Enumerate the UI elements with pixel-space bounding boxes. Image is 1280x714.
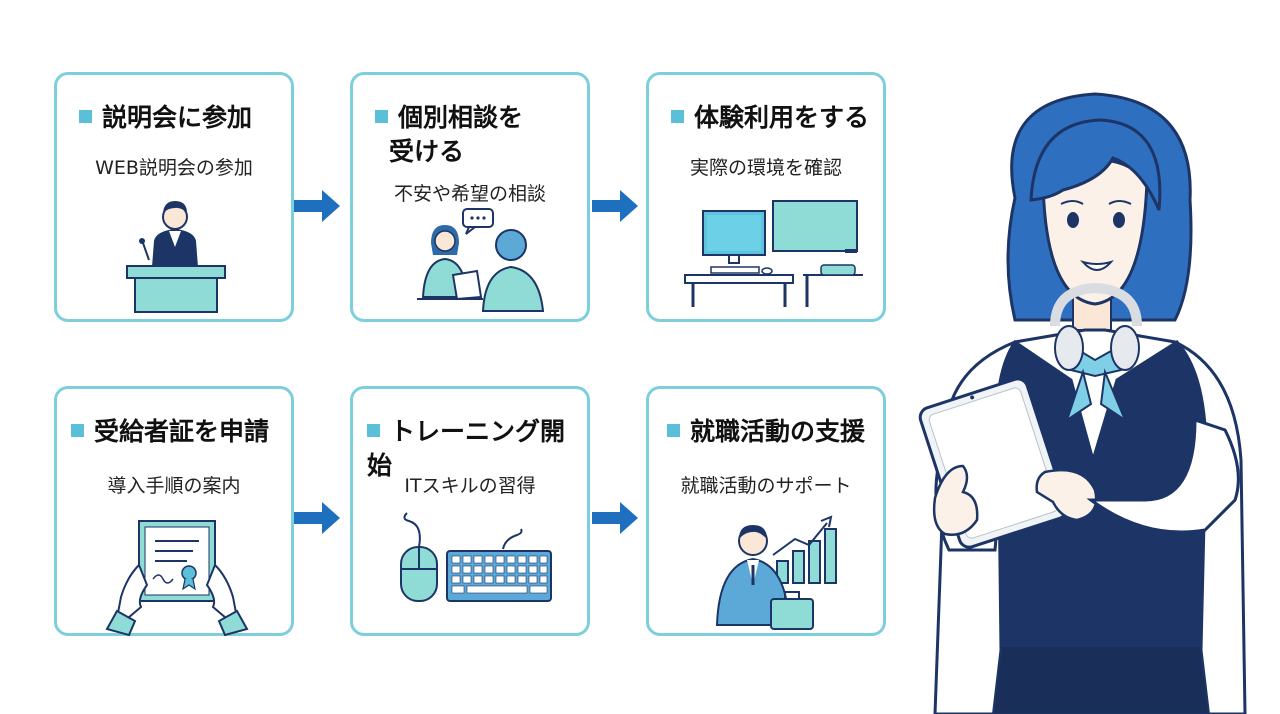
- bullet-square-icon: [71, 424, 84, 437]
- bullet-square-icon: [79, 110, 92, 123]
- step-card-consultation: 個別相談を受ける 不安や希望の相談: [350, 72, 590, 322]
- arrow-right-icon: [592, 190, 638, 222]
- staff-with-tablet: [918, 92, 1247, 714]
- step-title: 受給者証を申請: [71, 415, 281, 449]
- step-subtitle: 就職活動のサポート: [680, 475, 852, 497]
- step-card-job-support: 就職活動の支援 就職活動のサポート: [646, 386, 886, 636]
- step-title: 説明会に参加: [79, 101, 281, 135]
- step-subtitle: 不安や希望の相談: [393, 183, 546, 205]
- arrow-right-icon: [294, 502, 340, 534]
- computer-desk-icon: [684, 200, 863, 307]
- step-card-training: トレーニング開始 ITスキルの習得: [350, 386, 590, 636]
- bullet-square-icon: [667, 424, 680, 437]
- step-subtitle: ITスキルの習得: [404, 475, 536, 497]
- mouse-keyboard-icon: [400, 512, 552, 602]
- consultation-icon: [417, 208, 545, 312]
- step-subtitle: 導入手順の案内: [107, 475, 241, 497]
- career-growth-icon: [715, 515, 837, 630]
- step-subtitle: WEB説明会の参加: [95, 157, 253, 179]
- step-card-briefing: 説明会に参加 WEB説明会の参加: [54, 72, 294, 322]
- arrow-right-icon: [294, 190, 340, 222]
- step-subtitle: 実際の環境を確認: [689, 157, 842, 179]
- step-title: トレーニング開始: [367, 417, 566, 480]
- step-title: 体験利用をする: [671, 101, 873, 135]
- bullet-square-icon: [375, 110, 388, 123]
- certificate-icon: [105, 520, 249, 637]
- arrow-right-icon: [592, 502, 638, 534]
- presenter-icon: [126, 201, 226, 313]
- step-card-certificate: 受給者証を申請 導入手順の案内: [54, 386, 294, 637]
- bullet-square-icon: [367, 424, 380, 437]
- step-card-trial: 体験利用をする 実際の環境を確認: [646, 72, 886, 322]
- step-title: 就職活動の支援: [667, 415, 873, 449]
- step-title: 個別相談を受ける: [375, 101, 577, 169]
- bullet-square-icon: [671, 110, 684, 123]
